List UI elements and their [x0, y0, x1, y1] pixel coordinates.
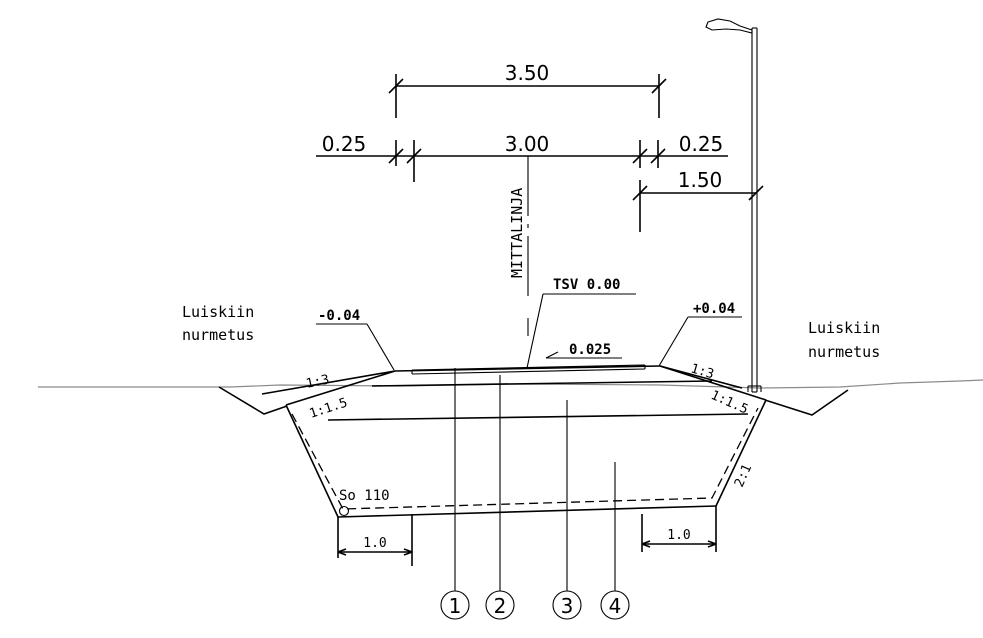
existing-ground-line [38, 379, 983, 389]
dimension-pole-offset-label: 1.50 [678, 168, 723, 192]
verge-right-note: Luiskiin nurmetus [808, 319, 880, 361]
centre-line: MITTALINJA [508, 156, 529, 336]
lamp-head-icon [705, 18, 753, 34]
dimension-shoulders-carriageway: 0.25 3.00 0.25 [316, 132, 728, 182]
slope-left-callout: -0.04 [316, 308, 395, 371]
slope-right-13: 1:3 [689, 361, 716, 382]
dimension-bottom-left-label: 1.0 [363, 536, 386, 551]
layer-number-1: 1 [449, 594, 462, 618]
dimension-top-width: 3.50 [388, 61, 667, 118]
crossfall-label: 0.025 [569, 342, 611, 358]
layer-number-3: 3 [561, 594, 574, 618]
slope-left-13: 1:3 [305, 372, 331, 392]
layer-leaders [454, 368, 616, 591]
lamp-pole [705, 18, 762, 393]
verge-right-line1: Luiskiin [808, 319, 880, 337]
verge-left-note: Luiskiin nurmetus [182, 303, 254, 344]
layer-bubble-2: 2 [485, 590, 515, 620]
dimension-pole-offset: 1.50 [632, 168, 764, 232]
mittalinja-label: MITTALINJA [508, 188, 526, 278]
dimension-bottom-left: 1.0 [337, 514, 413, 566]
dimension-carriageway-label: 3.00 [505, 132, 550, 156]
crossfall-callout: 0.025 [545, 342, 622, 359]
slope-right-label: +0.04 [693, 301, 735, 317]
slope-left-label: -0.04 [318, 308, 360, 324]
dimension-bottom-right-label: 1.0 [667, 528, 690, 543]
verge-right-line2: nurmetus [808, 343, 880, 361]
tsv-label: TSV 0.00 [553, 277, 620, 293]
tsv-callout: TSV 0.00 [526, 277, 636, 369]
layer-number-4: 4 [609, 594, 622, 618]
verge-left-line2: nurmetus [182, 326, 254, 344]
slope-right-callout: +0.04 [658, 301, 742, 367]
dimension-shoulder-right-label: 0.25 [679, 132, 724, 156]
layer-bubble-4: 4 [600, 590, 630, 620]
road-structure [218, 364, 849, 518]
layer-number-2: 2 [494, 594, 507, 618]
drain-label: So 110 [339, 488, 390, 504]
dimension-top-width-label: 3.50 [505, 61, 550, 85]
drain-pipe-icon [338, 505, 350, 517]
layer-bubble-3: 3 [552, 590, 582, 620]
dimension-bottom-right: 1.0 [641, 506, 717, 552]
dimension-shoulder-left-label: 0.25 [322, 132, 367, 156]
slope-left-115: 1:1.5 [308, 395, 350, 421]
layer-bubble-1: 1 [440, 590, 470, 620]
verge-left-line1: Luiskiin [182, 303, 254, 321]
